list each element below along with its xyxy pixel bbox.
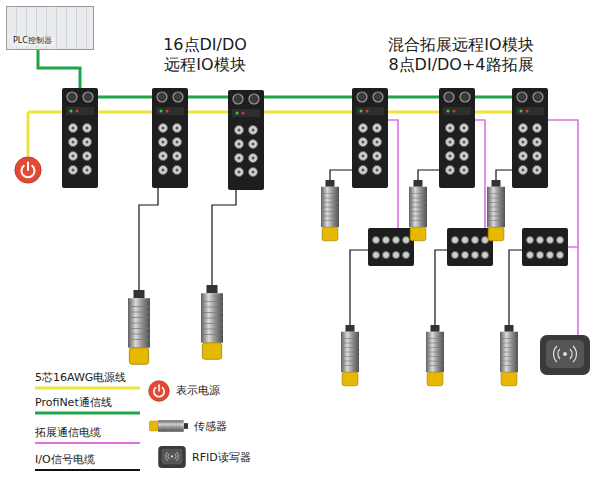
sensor [321, 180, 339, 241]
legend-label: ProfiNet通信线 [35, 396, 112, 409]
legend-line [35, 442, 140, 444]
io-cable [330, 170, 352, 180]
io-cable [496, 170, 512, 180]
expansion-cable [474, 120, 485, 228]
expansion-module [522, 228, 568, 266]
heading-label: 16点DI/DO 远程IO模块 [145, 35, 265, 75]
sensor [201, 285, 223, 359]
io-cable [435, 250, 447, 325]
sensor [487, 180, 505, 241]
io-cable [509, 250, 522, 325]
legend-line [35, 412, 140, 415]
expansion-cable [577, 247, 579, 335]
legend-label: RFID读写器 [192, 451, 251, 464]
legend-label: 拓展通信电缆 [35, 426, 101, 439]
expansion-module [368, 228, 414, 266]
sensor [426, 325, 444, 386]
rfid-reader [540, 335, 590, 375]
expansion-module [447, 228, 493, 266]
legend-rfid [158, 446, 186, 468]
expansion-cable [547, 120, 578, 247]
power-cable [27, 112, 30, 156]
io-cable [418, 170, 439, 180]
io-module [152, 88, 188, 188]
node-label: PLC控制器 [11, 36, 54, 46]
io-cable [212, 190, 236, 285]
sensor [409, 180, 427, 241]
power-symbol [15, 157, 41, 183]
io-module [439, 88, 475, 188]
legend-label: I/O信号电缆 [35, 453, 95, 466]
profinet-cable [38, 50, 80, 90]
legend-label: 5芯16AWG电源线 [35, 371, 126, 384]
profinet-cable [80, 96, 547, 99]
legend-label: 表示电源 [176, 384, 220, 397]
sensor [500, 325, 518, 386]
io-cable [139, 188, 158, 290]
sensor [128, 290, 150, 364]
legend-label: 传感器 [194, 420, 227, 433]
sensor [341, 325, 359, 386]
heading-label: 混合拓展远程IO模块 8点DI/DO+4路拓展 [373, 35, 549, 75]
io-module [352, 88, 388, 188]
legend-power-symbol [149, 381, 170, 402]
legend-line [35, 469, 140, 471]
plc-controller: PLC控制器 [6, 6, 94, 50]
legend-line [35, 387, 140, 390]
io-module [228, 90, 264, 190]
io-module [512, 88, 548, 188]
expansion-cable [387, 120, 398, 228]
legend-sensor [149, 420, 188, 431]
io-cable [350, 250, 368, 325]
io-module [62, 88, 98, 188]
